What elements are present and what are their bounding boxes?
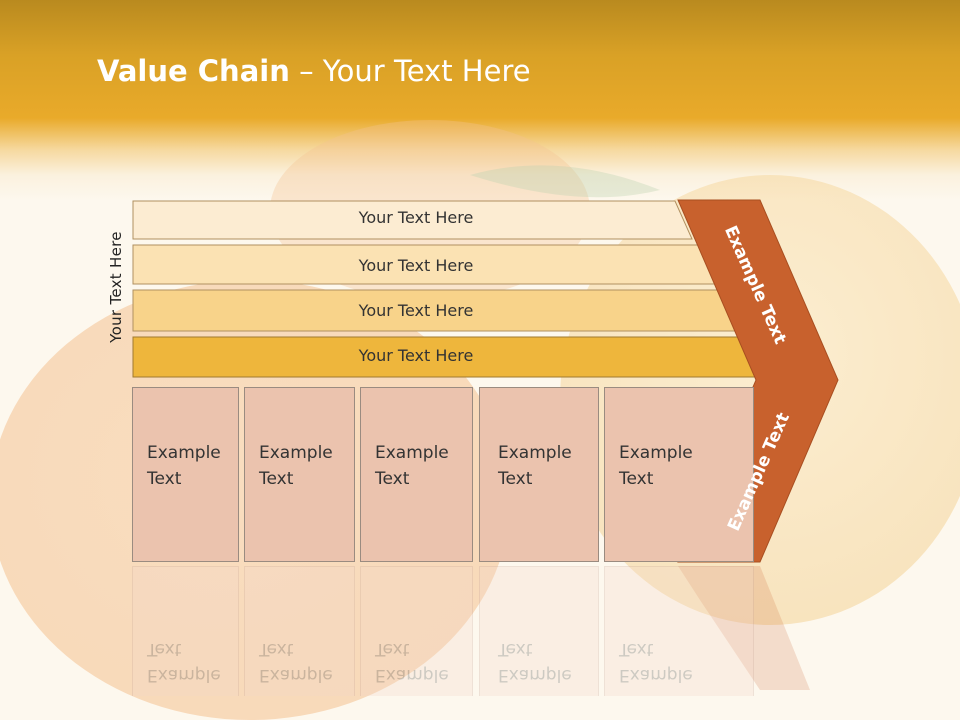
reflection-5-line1: Example [619,665,693,685]
reflection-2-line1: Example [259,665,333,685]
box-3-line2: Text [375,469,410,489]
activity-box-5: Example Text [604,387,754,562]
box-5-line1: Example [619,443,693,463]
activity-box-4: Example Text [479,387,599,562]
bar-1-shape [132,200,693,240]
activity-box-3: Example Text [360,387,473,562]
box-2-line2: Text [259,469,294,489]
box-5-line2: Text [619,469,654,489]
header-band [0,0,960,200]
reflection-3-line1: Example [375,665,449,685]
reflection-box-1: Example Text [132,566,239,696]
reflection-1-line1: Example [147,665,221,685]
bar-1-text: Your Text Here [358,208,474,227]
reflection-1-line2: Text [147,639,182,659]
box-2-line1: Example [259,443,333,463]
box-1-line2: Text [147,469,182,489]
reflection-box-5: Example Text [604,566,754,696]
chevron-reflection [678,566,810,690]
bar-2-text: Your Text Here [358,256,474,275]
reflection-4-line2: Text [498,639,533,659]
reflection-3-line2: Text [375,639,410,659]
box-4-line2: Text [498,469,533,489]
box-4-line1: Example [498,443,572,463]
activity-box-1: Example Text [132,387,239,562]
activity-box-2: Example Text [244,387,355,562]
title-bold: Value Chain [97,54,290,88]
slide-title: Value Chain – Your Text Here [97,54,531,88]
reflection-2-line2: Text [259,639,294,659]
box-3-line1: Example [375,443,449,463]
bar-3-text: Your Text Here [358,301,474,320]
reflection-box-2: Example Text [244,566,355,696]
bar-4-text: Your Text Here [358,346,474,365]
reflection-4-line1: Example [498,665,572,685]
box-1-line1: Example [147,443,221,463]
reflection-5-line2: Text [619,639,654,659]
title-rest: – Your Text Here [289,54,531,88]
boxes-reflection: Example Text Example Text Example Text E… [0,566,760,696]
reflection-box-3: Example Text [360,566,473,696]
reflection-box-4: Example Text [479,566,599,696]
